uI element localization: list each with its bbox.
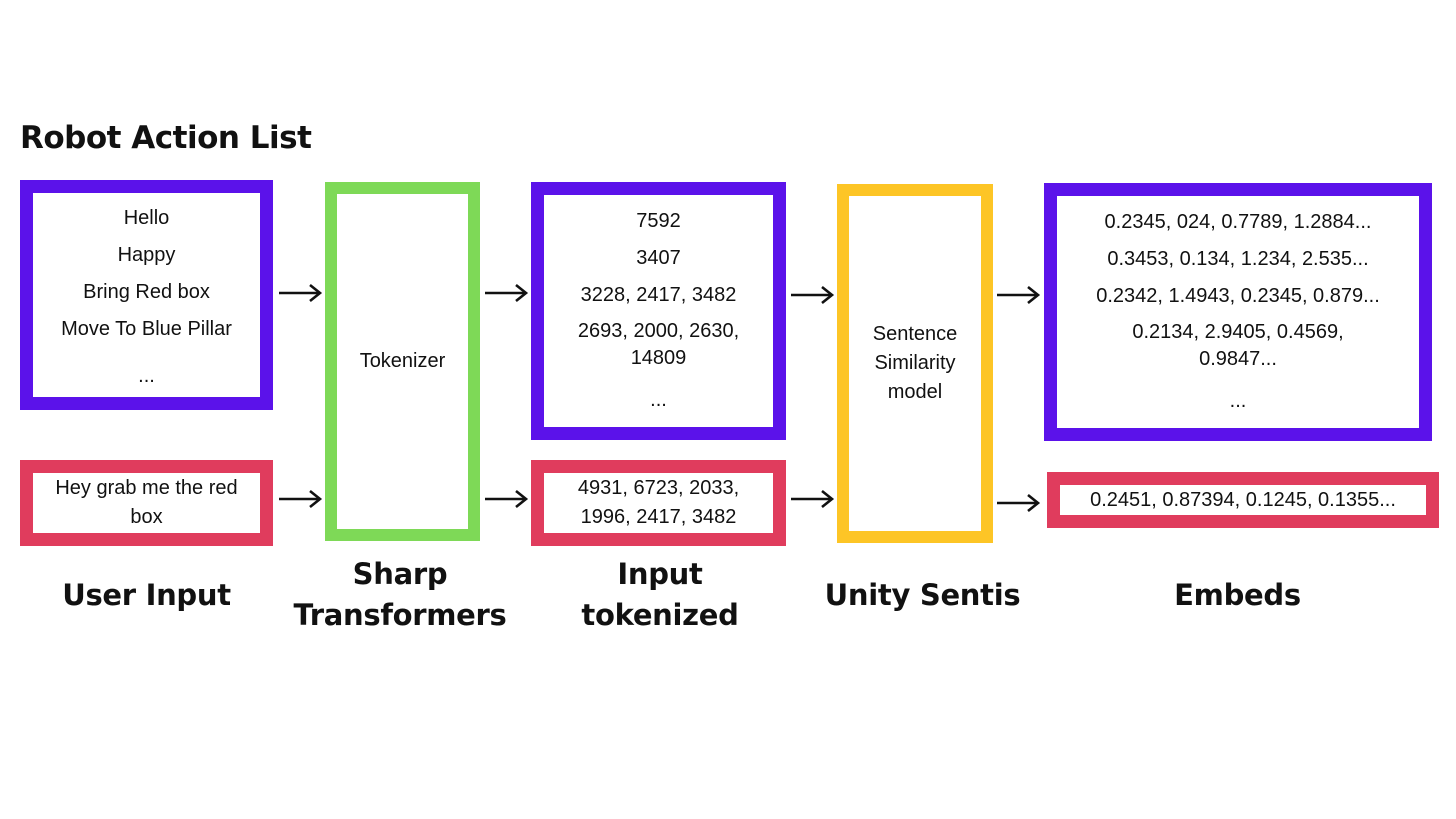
action-list-item: Happy <box>117 243 176 266</box>
input-tokens-text: 4931, 6723, 2033, 1996, 2417, 3482 <box>577 477 740 528</box>
input-embed-text: 0.2451, 0.87394, 0.1245, 0.1355... <box>1090 488 1396 511</box>
action-token-row: 3228, 2417, 3482 <box>580 284 737 306</box>
action-embed-row: 0.2345, 024, 0.7789, 1.2884... <box>1104 211 1372 233</box>
arrow-right-icon <box>279 489 323 509</box>
arrow-right-icon <box>997 285 1041 305</box>
action-token-row: 3407 <box>636 247 681 269</box>
action-list-item: Hello <box>123 206 170 229</box>
input-embed-box: 0.2451, 0.87394, 0.1245, 0.1355... <box>1047 472 1439 528</box>
caption-user-input: User Input <box>62 578 231 612</box>
diagram-title: Robot Action List <box>20 120 312 156</box>
arrow-right-icon <box>485 489 529 509</box>
arrow-right-icon <box>791 285 835 305</box>
caption-unity-sentis: Unity Sentis <box>824 578 1021 612</box>
arrow-right-icon <box>279 283 323 303</box>
caption-input-tokenized: Input tokenized <box>581 557 739 633</box>
action-embeds-box: 0.2345, 024, 0.7789, 1.2884... 0.3453, 0… <box>1044 183 1432 441</box>
action-token-row: 2693, 2000, 2630, 14809 <box>577 320 740 369</box>
model-label: Sentence Similarity model <box>872 323 958 403</box>
action-token-row: 7592 <box>636 210 681 232</box>
similarity-model-box: Sentence Similarity model <box>837 184 993 543</box>
action-list-item: Bring Red box <box>83 280 210 303</box>
arrow-right-icon <box>791 489 835 509</box>
action-token-row: ... <box>650 389 667 411</box>
action-list-item: ... <box>138 364 155 387</box>
arrow-right-icon <box>997 493 1041 513</box>
tokenizer-label: Tokenizer <box>359 350 446 372</box>
caption-embeds: Embeds <box>1174 578 1301 612</box>
action-embed-row: 0.2342, 1.4943, 0.2345, 0.879... <box>1096 285 1380 307</box>
action-embed-row: 0.2134, 2.9405, 0.4569, 0.9847... <box>1132 321 1344 370</box>
user-input-box: Hey grab me the red box <box>20 460 273 546</box>
caption-sharp-transformers: Sharp Transformers <box>293 557 507 633</box>
action-embed-row: 0.3453, 0.134, 1.234, 2.535... <box>1107 248 1369 270</box>
action-embed-row: ... <box>1229 390 1247 412</box>
input-tokens-box: 4931, 6723, 2033, 1996, 2417, 3482 <box>531 460 786 546</box>
user-input-text: Hey grab me the red box <box>55 477 238 528</box>
action-list-item: Move To Blue Pillar <box>61 317 232 340</box>
action-list-box: Hello Happy Bring Red box Move To Blue P… <box>20 180 273 410</box>
action-tokens-box: 7592 3407 3228, 2417, 3482 2693, 2000, 2… <box>531 182 786 440</box>
tokenizer-box: Tokenizer <box>325 182 480 541</box>
arrow-right-icon <box>485 283 529 303</box>
